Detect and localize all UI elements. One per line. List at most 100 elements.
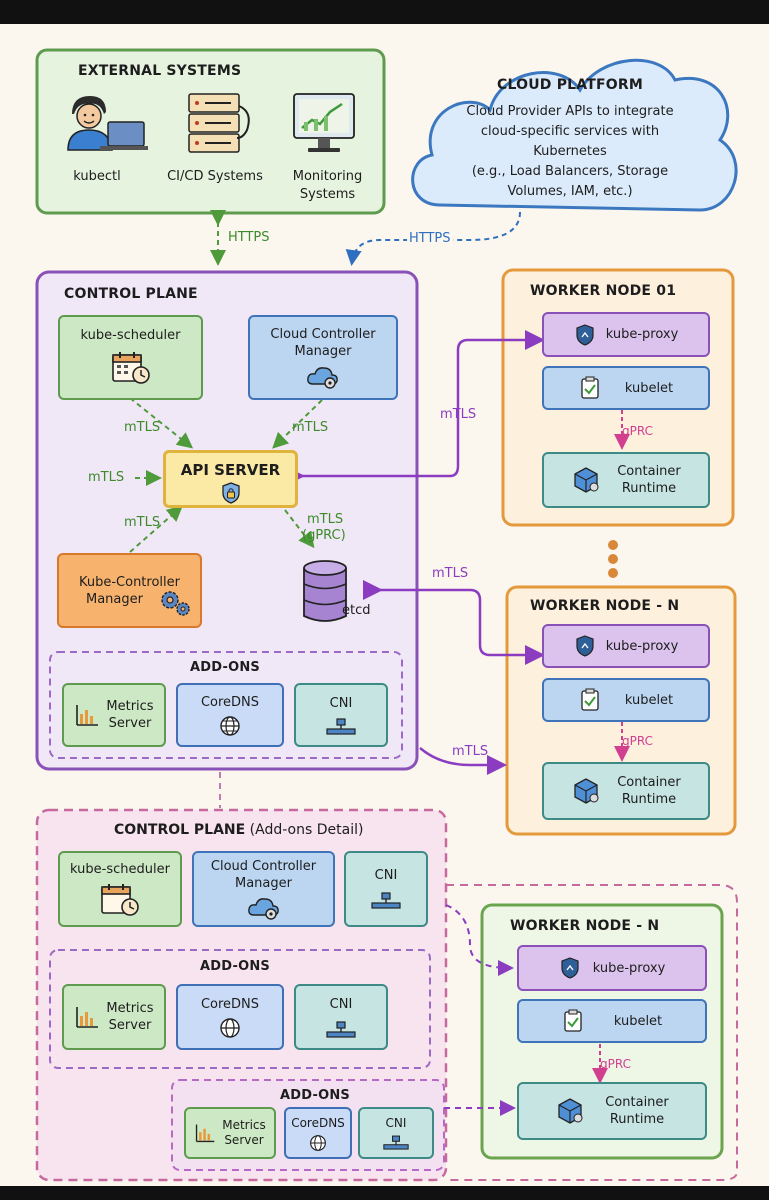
monitoring-label-2: Systems	[299, 187, 356, 202]
https-link-cloud	[345, 211, 521, 266]
calendar-clock-icon	[101, 884, 139, 916]
kubectl-label: kubectl	[73, 169, 121, 184]
detail-cni2-box[interactable]: CNI	[294, 984, 388, 1050]
bottom-black-bar	[0, 1186, 769, 1200]
api-server-box[interactable]: API SERVER	[163, 450, 298, 508]
detail2-cni-box[interactable]: CNI	[358, 1107, 434, 1159]
detail-title-rest: (Add-ons Detail)	[249, 822, 364, 838]
worker-node-n-title: WORKER NODE - N	[530, 598, 680, 614]
api-etcd-arrow	[284, 509, 315, 549]
monitoring-label-1: Monitoring	[292, 169, 363, 184]
https-label-cloud: HTTPS	[407, 231, 453, 246]
detail-scheduler-label: kube-scheduler	[70, 862, 170, 877]
control-plane-title: CONTROL PLANE	[64, 286, 198, 302]
cloud-platform-shape	[411, 58, 738, 212]
detail-title: CONTROL PLANE (Add-ons Detail)	[114, 822, 363, 838]
detail-metrics-label-2: Server	[108, 1018, 152, 1033]
container-cube-icon	[574, 778, 599, 804]
detail2-coredns-label: CoreDNS	[291, 1115, 345, 1130]
metrics-label-2: Server	[108, 716, 152, 731]
calendar-clock-icon	[111, 352, 150, 384]
addons-title: ADD-ONS	[190, 660, 260, 675]
api-server-label: API SERVER	[180, 461, 281, 479]
kcm-api-arrow	[129, 505, 184, 553]
coredns-box[interactable]: CoreDNS	[176, 683, 284, 747]
container-cube-icon	[574, 467, 599, 493]
monitor-chart-icon	[290, 92, 360, 157]
clipboard-check-icon	[581, 688, 599, 711]
scheduler-api-arrow	[129, 397, 194, 449]
network-pipe-icon	[371, 892, 401, 909]
bar-chart-icon	[196, 1124, 215, 1143]
wn2-kubelet-box[interactable]: kubelet	[517, 999, 707, 1043]
shield-icon	[561, 957, 579, 979]
detail-ccm-label-2: Manager	[235, 875, 292, 891]
wn2-kube-proxy-label: kube-proxy	[592, 960, 666, 976]
detail-addons2-title: ADD-ONS	[280, 1088, 350, 1103]
detail2-metrics-label-1: Metrics	[222, 1118, 266, 1132]
detail-coredns-label: CoreDNS	[200, 996, 260, 1012]
wn2-kubelet-label: kubelet	[613, 1013, 663, 1029]
w1-kubelet-box[interactable]: kubelet	[542, 366, 710, 410]
container-cube-icon	[558, 1098, 583, 1124]
detail2-cni-label: CNI	[385, 1116, 407, 1130]
shield-icon	[576, 323, 594, 346]
mtls-label-external: mTLS	[88, 470, 125, 485]
mtls-label-kcm: mTLS	[124, 515, 161, 530]
wn2-grpc-label: gPRC	[600, 1057, 631, 1071]
detail-cni-label: CNI	[374, 868, 398, 883]
cloud-platform-title: CLOUD PLATFORM	[497, 77, 643, 93]
ccm-label-1: Cloud Controller	[270, 326, 376, 342]
detail-extension-border	[446, 884, 738, 1181]
w1-runtime-label-2: Runtime	[621, 481, 677, 496]
shield-lock-icon	[221, 482, 240, 504]
detail-title-bold: CONTROL PLANE	[114, 822, 246, 838]
mtls-label-scheduler: mTLS	[124, 420, 161, 435]
wn-kubelet-box[interactable]: kubelet	[542, 678, 710, 722]
wn-kubelet-label: kubelet	[624, 692, 674, 708]
detail-cni-box[interactable]: CNI	[344, 851, 428, 927]
w1-kube-proxy-box[interactable]: kube-proxy	[542, 312, 710, 357]
wn-kube-proxy-box[interactable]: kube-proxy	[542, 624, 710, 668]
mtls-grpc-label-2: (gPRC)	[302, 528, 346, 543]
w1-kube-proxy-label: kube-proxy	[605, 327, 679, 342]
detail-scheduler-box[interactable]: kube-scheduler	[58, 851, 182, 927]
cloud-desc-5: Volumes, IAM, etc.)	[507, 184, 633, 199]
w1-grpc-label: gPRC	[622, 424, 653, 438]
cloud-desc-4: (e.g., Load Balancers, Storage	[471, 164, 669, 179]
network-pipe-icon	[326, 1021, 356, 1038]
bar-chart-icon	[76, 705, 99, 726]
detail2-coredns-box[interactable]: CoreDNS	[284, 1107, 352, 1159]
detail-coredns-box[interactable]: CoreDNS	[176, 984, 284, 1050]
w1-runtime-label-1: Container	[617, 464, 681, 479]
api-worker01-link	[285, 330, 545, 486]
detail2-metrics-label-2: Server	[224, 1133, 264, 1147]
cp-workerN-link	[419, 747, 507, 775]
wn-grpc-label: gPRC	[622, 734, 653, 748]
wn2-kube-proxy-box[interactable]: kube-proxy	[517, 945, 707, 991]
addons-dashed-border	[49, 651, 403, 759]
detail-ccm-box[interactable]: Cloud Controller Manager	[192, 851, 335, 927]
wn2-runtime-label-1: Container	[605, 1095, 669, 1110]
network-pipe-icon	[383, 1135, 409, 1150]
clipboard-check-icon	[581, 376, 599, 399]
network-pipe-icon	[326, 718, 356, 735]
cloud-controller-manager-box[interactable]: Cloud Controller Manager	[248, 315, 398, 400]
etcd-database-icon[interactable]	[300, 558, 350, 628]
detail-addons-border	[49, 949, 431, 1069]
kube-scheduler-box[interactable]: kube-scheduler	[58, 315, 203, 400]
w1-kubelet-label: kubelet	[624, 380, 674, 396]
kcm-label-1: Kube-Controller	[78, 574, 180, 590]
mtls-label-ccm: mTLS	[292, 420, 329, 435]
kube-controller-manager-box[interactable]: Kube-Controller Manager	[57, 553, 202, 628]
cicd-label: CI/CD Systems	[167, 169, 263, 184]
cni-label: CNI	[329, 696, 353, 711]
cni-box[interactable]: CNI	[294, 683, 388, 747]
external-systems-title: EXTERNAL SYSTEMS	[78, 63, 242, 79]
